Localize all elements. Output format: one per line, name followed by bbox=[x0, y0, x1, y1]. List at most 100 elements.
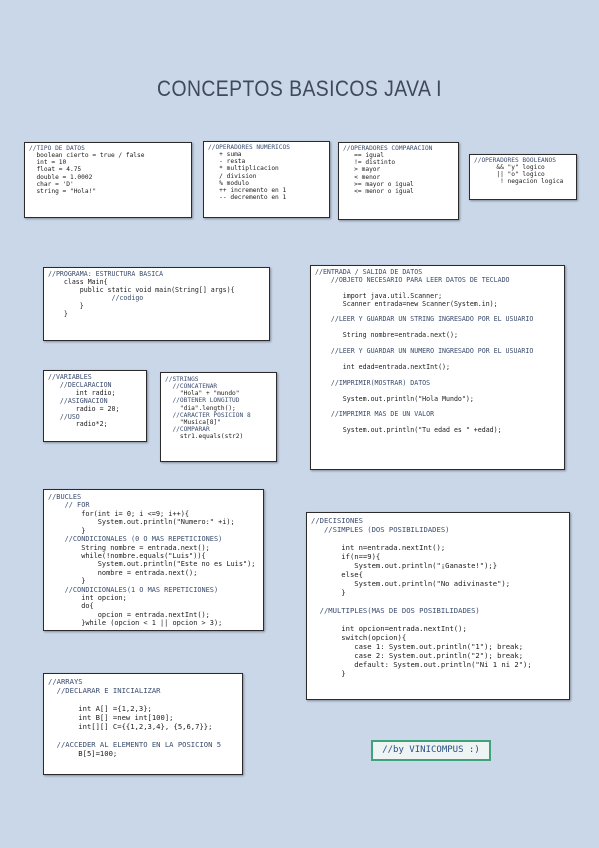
code-line: double = 1.0002 bbox=[29, 173, 93, 181]
code-line: case 1: System.out.println("1"); break; bbox=[311, 642, 524, 651]
code-line: ++ incremento en 1 bbox=[208, 186, 287, 194]
code-comment-line: //OPERADORES COMPARACION bbox=[343, 145, 433, 152]
code-line: >= mayor o igual bbox=[343, 180, 414, 188]
code-line bbox=[311, 534, 565, 543]
code-line: || "o" logico bbox=[474, 171, 545, 179]
code-line bbox=[48, 731, 238, 740]
code-line: System.out.println("Tu edad es " +edad); bbox=[315, 426, 502, 435]
code-line: string = "Hola!" bbox=[29, 187, 97, 195]
code-line: public static void main(String[] args){ bbox=[48, 285, 235, 294]
code-comment-line: //BUCLES bbox=[48, 493, 82, 501]
code-comment-line: //OBTENER LONGITUD bbox=[165, 397, 240, 405]
code-line: int n=entrada.nextInt(); bbox=[311, 543, 446, 552]
bucles-box: //BUCLES // FOR for(int i= 0; i <=9; i++… bbox=[43, 489, 264, 631]
code-line: radio = 20; bbox=[48, 404, 120, 413]
code-line: + suma bbox=[208, 151, 242, 159]
code-line: != distinto bbox=[343, 159, 396, 167]
code-comment-line: //IMPRIMIR(MOSTRAR) DATOS bbox=[315, 378, 431, 387]
code-comment-line: //OBJETO NECESARIO PARA LEER DATOS DE TE… bbox=[315, 275, 510, 284]
code-comment-line: //CONDICIONALES (0 O MAS REPETICIONES) bbox=[48, 535, 223, 544]
code-comment-line: //TIPO DE DATOS bbox=[29, 145, 85, 152]
code-line: System.out.println("Numero:" +i); bbox=[48, 518, 235, 527]
code-line: } bbox=[48, 309, 68, 318]
operadores-numericos-box: //OPERADORES NUMERICOS + suma - resta * … bbox=[203, 141, 330, 218]
code-line: }while (opcion < 1 || opcion > 3); bbox=[48, 619, 223, 628]
code-line: System.out.println("No adivinaste"); bbox=[311, 579, 511, 588]
tipos-de-datos-box: //TIPO DE DATOS boolean cierto = true / … bbox=[24, 142, 192, 218]
code-line: String nombre = entrada.next(); bbox=[48, 543, 210, 552]
code-line: % modulo bbox=[208, 179, 249, 187]
code-comment-line: //codigo bbox=[48, 293, 144, 302]
code-line: } bbox=[311, 588, 346, 597]
author-credit: //by VINICOMPUS :) bbox=[371, 740, 491, 761]
code-line: } bbox=[311, 669, 346, 678]
code-line: nombre = entrada.next(); bbox=[48, 568, 198, 577]
code-comment-line: //CONDICIONALES(1 O MAS REPETICIONES) bbox=[48, 585, 219, 594]
code-line bbox=[311, 597, 565, 606]
code-line: opcion = entrada.nextInt(); bbox=[48, 610, 210, 619]
code-line: == igual bbox=[343, 152, 384, 160]
code-line: int A[] ={1,2,3}; bbox=[48, 704, 152, 713]
code-comment-line: //LEER Y GUARDAR UN NUMERO INGRESADO POR… bbox=[315, 347, 534, 356]
code-comment-line: //LEER Y GUARDAR UN STRING INGRESADO POR… bbox=[315, 315, 534, 324]
page-title: CONCEPTOS BASICOS JAVA I bbox=[157, 76, 442, 101]
code-comment-line: //DECLARACION bbox=[48, 380, 112, 389]
code-line: int opcion; bbox=[48, 594, 127, 603]
code-line: -- decremento en 1 bbox=[208, 193, 287, 201]
code-comment-line: //ASIGNACION bbox=[48, 396, 108, 405]
code-comment-line: //SIMPLES (DOS POSIBILIDADES) bbox=[311, 525, 450, 534]
code-line: / division bbox=[208, 172, 257, 180]
code-comment-line: //USO bbox=[48, 412, 80, 421]
code-line: "Hola" + "mundo" bbox=[165, 390, 240, 398]
code-comment-line: //OPERADORES NUMERICOS bbox=[208, 144, 290, 151]
entrada-salida-box: //ENTRADA / SALIDA DE DATOS //OBJETO NEC… bbox=[310, 265, 565, 470]
code-line: < menor bbox=[343, 173, 381, 181]
code-line: else{ bbox=[311, 570, 363, 579]
code-comment-line: //CARACTER POSICION 8 bbox=[165, 411, 251, 419]
code-line: for(int i= 0; i <=9; i++){ bbox=[48, 509, 190, 518]
code-line bbox=[48, 695, 238, 704]
operadores-booleanos-box: //OPERADORES BOOLEANOS && "y" logico || … bbox=[469, 154, 577, 200]
variables-box: //VARIABLES //DECLARACION int radio; //A… bbox=[43, 370, 147, 442]
code-line: radio*2; bbox=[48, 420, 108, 429]
code-line: case 2: System.out.println("2"); break; bbox=[311, 651, 524, 660]
code-line: switch(opcion){ bbox=[311, 633, 407, 642]
code-line: > mayor bbox=[343, 166, 381, 174]
code-line: int = 10 bbox=[29, 159, 67, 167]
operadores-comparacion-box: //OPERADORES COMPARACION == igual != dis… bbox=[338, 142, 459, 220]
decisiones-box: //DECISIONES //SIMPLES (DOS POSIBILIDADE… bbox=[306, 512, 570, 700]
code-comment-line: //CONCATENAR bbox=[165, 383, 218, 391]
code-comment-line: //MULTIPLES(MAS DE DOS POSIBILIDADES) bbox=[311, 606, 480, 615]
code-line: } bbox=[48, 526, 86, 535]
code-line: && "y" logico bbox=[474, 164, 545, 172]
code-line: import java.util.Scanner; bbox=[315, 291, 443, 300]
code-line: Scanner entrada=new Scanner(System.in); bbox=[315, 299, 498, 308]
code-line: int edad=entrada.nextInt(); bbox=[315, 362, 450, 371]
code-line: } bbox=[48, 301, 84, 310]
code-line: System.out.println("Este no es Luis"); bbox=[48, 560, 256, 569]
code-line: "dia".length(); bbox=[165, 404, 236, 412]
code-line: } bbox=[48, 577, 86, 586]
code-line: "Musica[8]" bbox=[165, 418, 221, 426]
code-comment-line: //DECLARAR E INICIALIZAR bbox=[48, 686, 161, 695]
programa-estructura-box: //PROGRAMA: ESTRUCTURA BASICA class Main… bbox=[43, 267, 270, 341]
strings-box: //STRINGS //CONCATENAR "Hola" + "mundo" … bbox=[160, 372, 277, 462]
arrays-box: //ARRAYS //DECLARAR E INICIALIZAR int A[… bbox=[43, 673, 243, 775]
code-comment-line: //PROGRAMA: ESTRUCTURA BASICA bbox=[48, 270, 164, 278]
code-line: default: System.out.println("Ni 1 ni 2")… bbox=[311, 660, 532, 669]
code-line: int radio; bbox=[48, 388, 116, 397]
code-line: int opcion=entrada.nextInt(); bbox=[311, 624, 467, 633]
code-line: if(n==9){ bbox=[311, 552, 381, 561]
code-line: System.out.println("Hola Mundo"); bbox=[315, 394, 474, 403]
code-line: <= menor o igual bbox=[343, 187, 414, 195]
code-line: class Main{ bbox=[48, 277, 108, 286]
code-line: do{ bbox=[48, 602, 94, 611]
code-comment-line: // FOR bbox=[48, 501, 90, 510]
code-comment-line: //COMPARAR bbox=[165, 425, 210, 433]
code-line: System.out.println("¡Ganaste!");} bbox=[311, 561, 498, 570]
code-line: B[5]=100; bbox=[48, 749, 118, 758]
code-line: * multiplicacion bbox=[208, 165, 279, 173]
code-line: String nombre=entrada.next(); bbox=[315, 331, 458, 340]
code-comment-line: //ENTRADA / SALIDA DE DATOS bbox=[315, 268, 423, 276]
code-line: int B[] =new int[100]; bbox=[48, 713, 174, 722]
